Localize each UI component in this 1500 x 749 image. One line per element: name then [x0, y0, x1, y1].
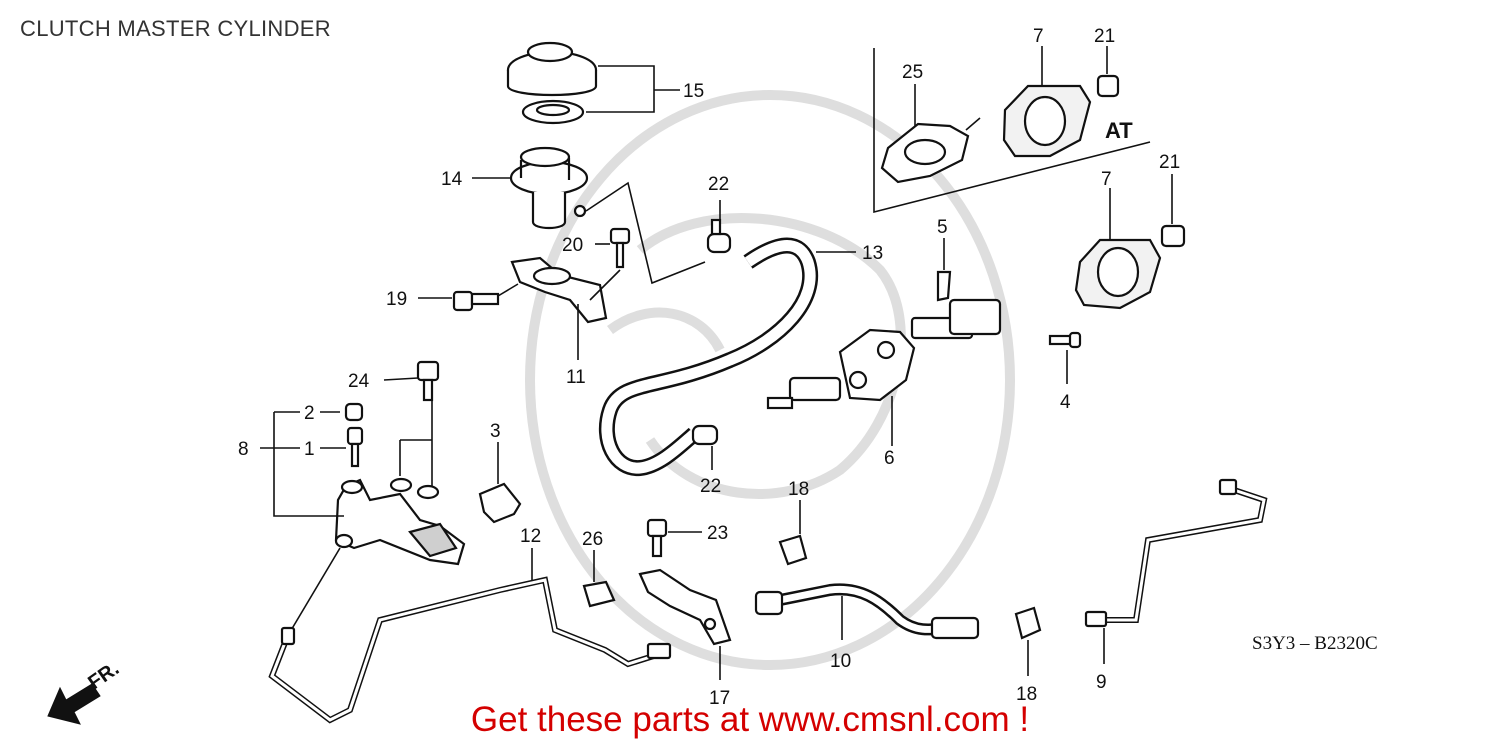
bolt-part-20 [609, 227, 631, 269]
pipe-fitting-part-12-left [280, 626, 296, 646]
hose-fitting-part-10-right [930, 616, 980, 640]
callout-22-lower: 22 [700, 476, 721, 497]
flex-hose-part-10-inner [779, 585, 949, 634]
callout-21: 21 [1159, 152, 1180, 173]
pipe-part-9 [1100, 485, 1268, 623]
diagram-title: CLUTCH MASTER CYLINDER [20, 16, 331, 41]
leader-8-group [260, 411, 346, 517]
leader-11 [577, 269, 621, 360]
at-inset-border [873, 48, 1151, 214]
bleeder-cap-part-2 [344, 402, 364, 422]
pipe-clip-part-26 [582, 580, 616, 608]
promo-link-text[interactable]: Get these parts at www.cmsnl.com ! [470, 700, 1030, 739]
leader-19 [418, 283, 519, 299]
callout-4: 4 [1060, 392, 1071, 413]
diagram-code: S3Y3 – B2320C [1252, 633, 1378, 654]
pipe-fitting-part-12-right [646, 642, 672, 660]
callout-11: 11 [566, 367, 586, 388]
callout-24: 24 [348, 371, 370, 392]
bolt-part-24 [416, 360, 440, 402]
hose-part-13-inner [601, 240, 816, 474]
callout-13: 13 [862, 243, 883, 264]
at-variant-label: AT [1105, 118, 1133, 143]
pipe-part-9-inner [1100, 486, 1266, 622]
hose-clamp-part-22-upper [706, 218, 732, 254]
nut-part-21 [1160, 224, 1186, 248]
callout-7-at: 7 [1033, 26, 1044, 47]
watermark-logo [525, 90, 1015, 670]
leader-15 [586, 65, 680, 113]
bracket-part-17 [638, 568, 732, 646]
reservoir-part-14 [509, 146, 589, 230]
clip-part-18-lower [1014, 606, 1042, 640]
pipe-part-12-link [289, 547, 341, 633]
nut-part-21-at [1096, 74, 1120, 98]
bracket-part-11 [510, 256, 608, 324]
bolt-part-19 [452, 290, 500, 312]
callout-12: 12 [520, 526, 541, 547]
slave-cylinder-part-8 [334, 477, 466, 566]
clip-part-18-upper [778, 534, 808, 566]
callout-3: 3 [490, 421, 501, 442]
pipe-part-12-inner [270, 578, 661, 722]
pipe-fitting-part-9-top [1218, 478, 1238, 496]
hose-line-reservoir [585, 181, 706, 285]
clip-part-3 [478, 482, 522, 524]
callout-10: 10 [830, 651, 851, 672]
callout-2: 2 [304, 403, 315, 424]
callout-15: 15 [683, 81, 704, 102]
callout-23: 23 [707, 523, 728, 544]
callout-19: 19 [386, 289, 407, 310]
bolt-part-23 [646, 518, 668, 558]
flange-part-7-at [1002, 84, 1092, 158]
callout-20: 20 [562, 235, 583, 256]
callout-7: 7 [1101, 169, 1112, 190]
callout-18-upper: 18 [788, 479, 809, 500]
pin-part-4 [1048, 331, 1082, 349]
gasket-part-25 [880, 117, 981, 184]
callout-6: 6 [884, 448, 895, 469]
callout-9: 9 [1096, 672, 1107, 693]
reservoir-cap-part-15 [506, 41, 598, 125]
hose-clamp-part-22-lower [691, 424, 719, 446]
callout-14: 14 [441, 169, 463, 190]
flange-part-7 [1074, 238, 1162, 310]
callout-1: 1 [304, 439, 315, 460]
bleeder-screw-part-1 [346, 426, 364, 468]
leader-24 [383, 377, 433, 486]
callout-5: 5 [937, 217, 948, 238]
callout-21-at: 21 [1094, 26, 1115, 47]
callout-26: 26 [582, 529, 603, 550]
callout-25: 25 [902, 62, 923, 83]
callout-17: 17 [709, 688, 730, 709]
pipe-fitting-part-9-bottom [1084, 610, 1108, 628]
clip-part-5 [936, 270, 952, 302]
clutch-master-cylinder-part-6 [766, 298, 1002, 410]
callout-8: 8 [238, 439, 249, 460]
callout-18-lower: 18 [1016, 684, 1037, 705]
hose-fitting-part-10-left [754, 590, 784, 616]
callout-22-upper: 22 [708, 174, 729, 195]
